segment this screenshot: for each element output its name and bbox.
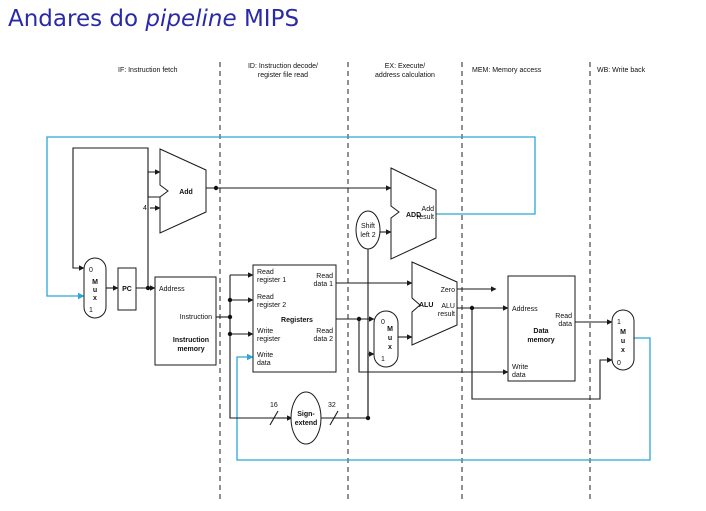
instr-junction-2 [227, 314, 233, 320]
if-mux-x: x [93, 295, 97, 302]
wb-mux-1: 1 [617, 319, 621, 326]
reg-wdata-b: data [257, 360, 271, 367]
reg-read1-b: register 1 [257, 277, 286, 284]
ex-mux-0: 0 [381, 319, 385, 326]
shift-left-2 [355, 210, 381, 250]
bits-16-tick [269, 410, 279, 426]
ex-mux-x: x [388, 344, 392, 351]
reg-write-a: Write [257, 328, 273, 335]
dmem-write-b: data [512, 372, 526, 379]
const-4-label: 4 [143, 205, 147, 212]
branch-adder [390, 167, 437, 260]
stage-mem-label: MEM: Memory access [472, 67, 542, 74]
wb-mux-0: 0 [617, 360, 621, 367]
stage-wb-label: WB: Write back [597, 67, 646, 74]
instr-junction-3 [227, 331, 233, 337]
stage-ex-label-1: EX: Execute/ [385, 63, 426, 70]
ex-mux [373, 310, 399, 368]
instruction-bus-vertical [229, 275, 277, 419]
sign-label-2: extend [295, 420, 318, 427]
reg-read2-a: Read [257, 294, 274, 301]
alu-label: ALU [419, 302, 433, 309]
shift-label-1: Shift [361, 223, 375, 230]
pc-plus4-feedback-wire [72, 147, 160, 271]
branch-add-label: ADD [406, 212, 421, 219]
reg-read1-a: Read [257, 269, 274, 276]
add-result-a: Add [422, 206, 435, 213]
bits-16-label: 16 [270, 402, 278, 409]
instr-junction-1 [227, 297, 233, 303]
sign-extend [290, 391, 322, 445]
imem-instruction: Instruction [180, 314, 212, 321]
register-file [252, 264, 337, 373]
shift-label-2: left 2 [360, 232, 375, 239]
reg-wdata-a: Write [257, 352, 273, 359]
pc-register [117, 267, 137, 311]
reg-rdata1-b: data 1 [314, 281, 334, 288]
writeback-wire [236, 337, 651, 461]
registers-label: Registers [281, 317, 313, 324]
dmem-name-2: memory [527, 337, 554, 344]
alu [411, 261, 458, 346]
sign-label-1: Sign- [297, 411, 315, 418]
reg-write-b: register [257, 336, 281, 343]
ex-mux-u: u [388, 335, 392, 342]
data-memory [507, 275, 576, 382]
dmem-read-b: data [558, 321, 572, 328]
instruction-memory [154, 276, 217, 366]
title-suffix: MIPS [236, 6, 300, 32]
alu-bypass-wire [471, 308, 613, 400]
if-mux-m: M [92, 279, 98, 286]
add-label: Add [179, 189, 193, 196]
title-italic: pipeline [145, 6, 237, 32]
if-mux [83, 257, 107, 319]
imem-address: Address [159, 286, 185, 293]
title-prefix: Andares do [8, 6, 146, 32]
pc-label: PC [122, 286, 132, 293]
branch-target-wire [46, 136, 536, 300]
pc-junction [145, 285, 151, 291]
reg-rdata2-b: data 2 [314, 336, 334, 343]
wb-mux-u: u [621, 338, 625, 345]
stage-id-label-1: ID: Instruction decode/ [248, 63, 318, 70]
bits-32-tick [329, 410, 339, 426]
ex-mux-1: 1 [381, 356, 385, 363]
reg-rdata1-a: Read [316, 273, 333, 280]
wb-mux-x: x [621, 347, 625, 354]
ex-mux-m: M [387, 326, 393, 333]
imem-name-2: memory [177, 346, 204, 353]
stage-ex-label-2: address calculation [375, 72, 435, 79]
slide-title: Andares do pipeline MIPS [8, 6, 299, 32]
if-mux-0: 0 [89, 267, 93, 274]
stage-id-label-2: register file read [258, 72, 308, 79]
pc-adder [159, 148, 207, 234]
imem-name-1: Instruction [173, 337, 209, 344]
dmem-read-a: Read [555, 313, 572, 320]
pc-to-add-wire [147, 169, 161, 288]
dmem-address: Address [512, 306, 538, 313]
dmem-write-a: Write [512, 364, 528, 371]
dmem-name-1: Data [533, 328, 548, 335]
if-mux-u: u [93, 287, 97, 294]
alu-result-a: ALU [441, 303, 455, 310]
add-result-b: result [417, 214, 434, 221]
stage-if-label: IF: Instruction fetch [118, 67, 178, 74]
wb-mux-m: M [620, 329, 626, 336]
if-mux-1: 1 [89, 307, 93, 314]
bits-32-label: 32 [328, 402, 336, 409]
alu-zero: Zero [441, 287, 456, 294]
add-out-junction [213, 185, 219, 191]
store-data-wire [358, 319, 509, 375]
alu-result-b: result [438, 311, 455, 318]
reg-rdata2-a: Read [316, 328, 333, 335]
wb-mux [611, 309, 635, 371]
reg-read2-b: register 2 [257, 302, 286, 309]
